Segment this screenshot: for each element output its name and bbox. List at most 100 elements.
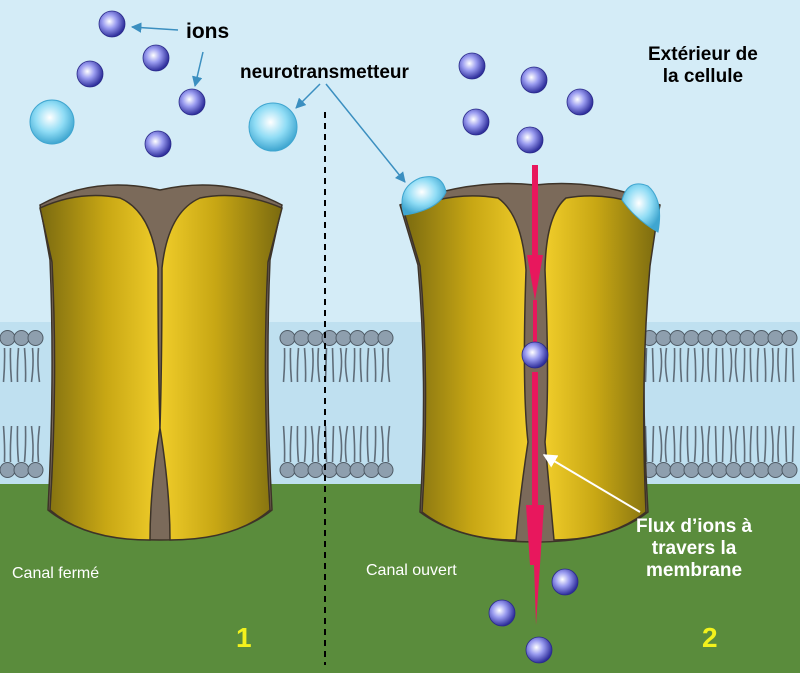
flux-arrow-tail	[526, 505, 544, 625]
lipid-head	[307, 462, 324, 478]
lipid-tail	[714, 347, 725, 383]
lipid-head	[279, 462, 296, 478]
neurotransmitter-pointer-arrow	[295, 83, 321, 109]
lipid-head	[335, 330, 352, 346]
lipid-head	[363, 330, 380, 346]
lipid-head	[349, 462, 366, 478]
lipid-tail	[366, 347, 377, 383]
ion-in-pore	[521, 341, 549, 369]
lipid-tail	[742, 425, 753, 463]
ions-pointer-arrow	[192, 51, 204, 88]
lipid-head	[13, 462, 30, 478]
lipid-tail	[282, 347, 293, 383]
lipid-head	[697, 462, 714, 478]
lipid-tail	[2, 425, 13, 463]
lipid-tail	[30, 425, 41, 463]
ion	[142, 44, 170, 72]
lipid-head	[669, 330, 686, 346]
lipid-tail	[672, 425, 683, 463]
lipid-head	[335, 462, 352, 478]
lipid-head	[739, 462, 756, 478]
lipid-head	[27, 330, 44, 346]
panel-number-1: 1	[236, 622, 252, 653]
lipid-tail	[742, 347, 753, 383]
lipid-tail	[338, 347, 349, 383]
lipid-tail	[16, 347, 27, 383]
lipid-tail	[296, 347, 307, 383]
lipid-tail	[658, 347, 669, 383]
lipid-tail	[770, 425, 781, 463]
closed-channel-label: Canal fermé	[12, 565, 100, 582]
lipid-tail	[310, 425, 321, 463]
lipid-head	[739, 330, 756, 346]
lipid-head	[683, 462, 700, 478]
lipid-tail	[686, 347, 697, 383]
lipid-head	[293, 330, 310, 346]
closed-channel-subunit-left	[39, 194, 161, 541]
lipid-tail	[644, 425, 655, 463]
ion-flux-arrow	[526, 165, 544, 625]
lipid-tail	[366, 425, 377, 463]
lipid-head	[27, 462, 44, 478]
ion	[525, 636, 553, 664]
ion	[566, 88, 594, 116]
lipid-tail	[2, 347, 13, 383]
lipid-tail	[352, 347, 363, 383]
ion	[520, 66, 548, 94]
lipid-head	[753, 330, 770, 346]
ion	[458, 52, 486, 80]
lipid-head	[293, 462, 310, 478]
lipid-head	[711, 330, 728, 346]
lipid-tail	[756, 347, 767, 383]
closed-ion-channel	[39, 184, 283, 541]
ion	[488, 599, 516, 627]
flux-pointer-arrow	[542, 454, 641, 513]
lipid-tail	[728, 425, 739, 463]
lipid-tail	[714, 425, 725, 463]
ion	[178, 88, 206, 116]
lipid-tail	[30, 347, 41, 383]
lipid-head	[669, 462, 686, 478]
flux-arrow-shaft-mid	[533, 300, 537, 342]
lipid-head	[711, 462, 728, 478]
open-channel-subunit-left	[403, 195, 529, 541]
ion	[76, 60, 104, 88]
lipid-head	[767, 330, 784, 346]
lipid-head	[655, 330, 672, 346]
neurotransmitter	[248, 102, 298, 152]
lipid-head	[363, 462, 380, 478]
lipid-head	[377, 462, 394, 478]
ion	[516, 126, 544, 154]
bound-neurotransmitter-right	[621, 183, 661, 233]
lipid-tail	[728, 347, 739, 383]
neurotransmitter-label: neurotransmetteur	[240, 62, 409, 83]
lipid-head	[0, 462, 16, 478]
ion-flux-label: Flux d’ions à travers la membrane	[636, 516, 752, 582]
lipid-head	[725, 330, 742, 346]
ion	[144, 130, 172, 158]
lipid-tail	[700, 425, 711, 463]
lipid-tail	[338, 425, 349, 463]
lipid-head	[13, 330, 30, 346]
ion	[462, 108, 490, 136]
lipid-tail	[700, 347, 711, 383]
flux-arrow-shaft-bottom	[532, 372, 538, 512]
lipid-head	[725, 462, 742, 478]
lipid-tail	[380, 347, 391, 383]
ion-flux-label-line2: travers la	[651, 537, 737, 559]
ions-label: ions	[186, 20, 230, 43]
ions-pointer-arrow	[130, 22, 179, 33]
outside-cell-label-line2: la cellule	[662, 65, 744, 87]
lipid-head	[753, 462, 770, 478]
neurotransmitter-pointer-arrow	[325, 83, 406, 183]
bound-neurotransmitter-left	[401, 176, 447, 216]
closed-channel-subunit-right	[159, 194, 283, 541]
open-channel-label: Canal ouvert	[366, 562, 457, 579]
lipid-tail	[672, 347, 683, 383]
ion	[98, 10, 126, 38]
lipid-head	[349, 330, 366, 346]
outside-cell-label: Extérieur de la cellule	[648, 44, 758, 88]
lipid-tail	[658, 425, 669, 463]
